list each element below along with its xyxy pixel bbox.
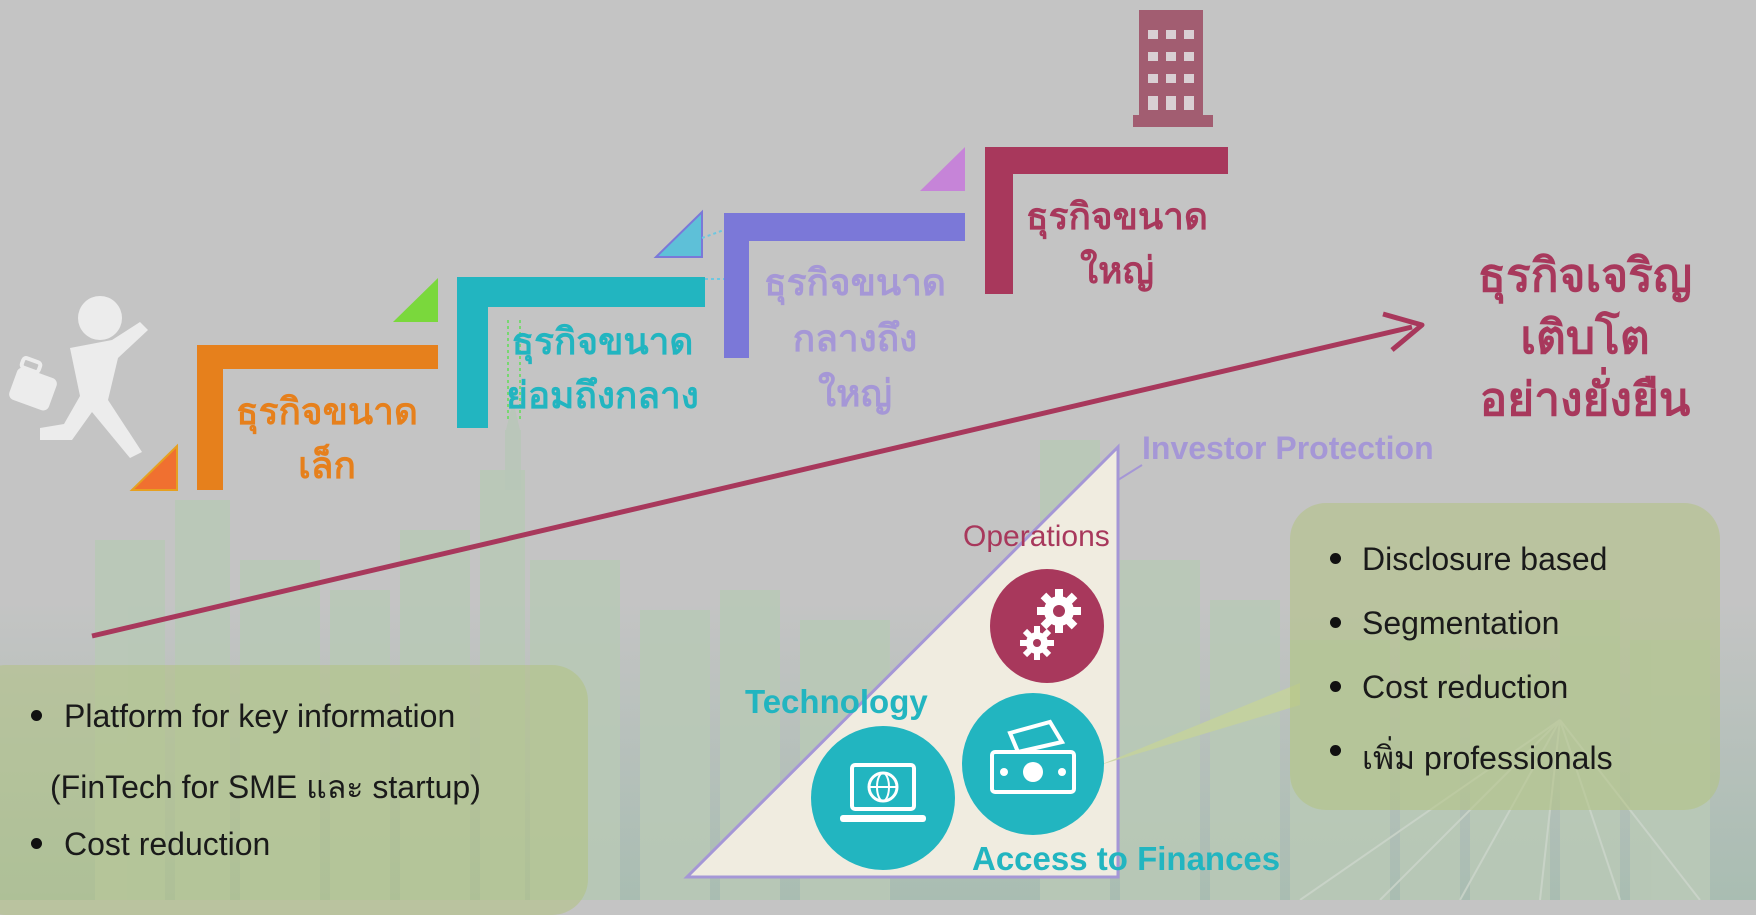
- step-small: [129, 345, 438, 491]
- bullet-dot: [1330, 617, 1341, 628]
- right-callout-bubble: Disclosure based Segmentation Cost reduc…: [1290, 503, 1720, 810]
- running-man-icon: [9, 296, 148, 458]
- left-callout-bubble: Platform for key information (FinTech fo…: [0, 665, 588, 915]
- arrow-icon: [91, 311, 1425, 639]
- step-medium-large-label: ธุรกิจขนาด กลางถึง ใหญ่: [764, 261, 946, 415]
- bullet-dot: [31, 838, 42, 849]
- list-item: Cost reduction: [1330, 669, 1568, 706]
- step-large: [920, 147, 1228, 294]
- sustainable-growth-title: ธุรกิจเจริญเติบโต อย่างยั่งยืน: [1477, 248, 1693, 427]
- technology-label: Technology: [745, 683, 928, 720]
- step-large-label: ธุรกิจขนาด ใหญ่: [1026, 195, 1208, 292]
- gears-icon: [990, 569, 1104, 683]
- bullet-dot: [1330, 553, 1341, 564]
- bullet-dot: [31, 710, 42, 721]
- bullet-dot: [1330, 745, 1341, 756]
- access-to-finances-label: Access to Finances: [972, 840, 1281, 877]
- laptop-globe-icon: [811, 726, 955, 870]
- list-item: เพิ่ม professionals: [1330, 733, 1613, 784]
- money-icon: [962, 693, 1104, 835]
- list-item: Platform for key information: [31, 698, 455, 735]
- list-item: Segmentation: [1330, 605, 1559, 642]
- investor-protection-label: Investor Protection: [1142, 430, 1434, 466]
- building-icon: [1133, 10, 1213, 127]
- step-small-label: ธุรกิจขนาด เล็ก: [236, 390, 418, 487]
- list-item: (FinTech for SME และ startup): [50, 769, 481, 805]
- operations-label: Operations: [963, 520, 1110, 553]
- list-item: Cost reduction: [31, 826, 270, 863]
- step-small-medium-label: ธุรกิจขนาด ย่อมถึงกลาง: [506, 320, 699, 417]
- bullet-dot: [1330, 681, 1341, 692]
- step-small-medium: [393, 277, 705, 428]
- step-medium-large: [653, 209, 965, 358]
- list-item: Disclosure based: [1330, 541, 1607, 578]
